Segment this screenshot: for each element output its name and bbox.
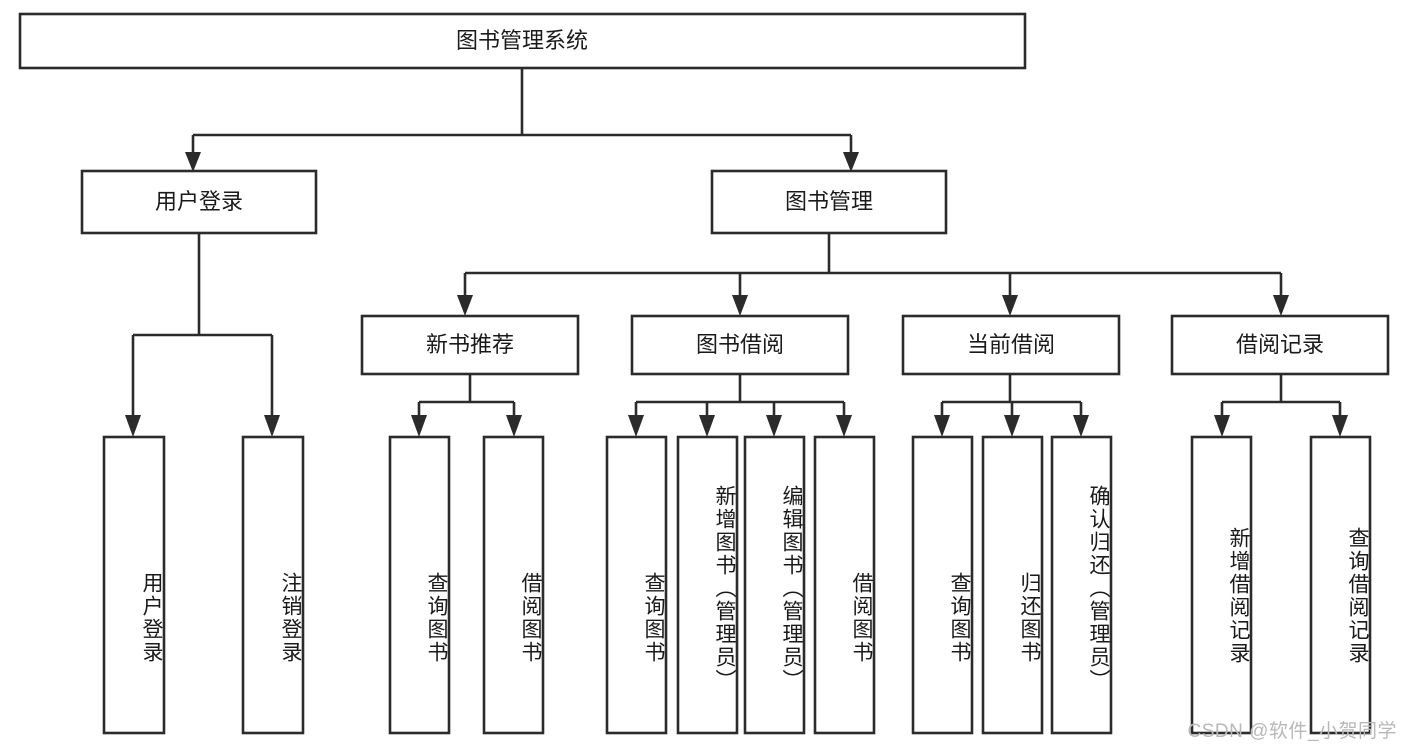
node-borrow-record-box <box>1170 314 1390 376</box>
node-book-borrow[interactable]: 图书借阅 <box>630 314 850 376</box>
node-leaf-user-logout-label: 注销登录 <box>279 572 302 664</box>
connector-currentborrow-to-leaves <box>934 375 1089 437</box>
node-book-manage-label: 图书管理 <box>785 189 873 214</box>
node-root[interactable]: 图书管理系统 <box>18 12 1027 70</box>
node-leaf-return-book-label: 归还图书 <box>1018 572 1041 664</box>
node-leaf-query-book-2-box[interactable] <box>605 435 668 735</box>
node-leaf-user-login-label: 用户登录 <box>140 572 163 664</box>
node-leaf-add-book-label: 新增图书（管理员） <box>713 484 736 692</box>
node-leaf-add-record-label: 新增借阅记录 <box>1227 526 1250 665</box>
node-book-borrow-box <box>630 314 850 376</box>
node-leaf-return-book-box[interactable] <box>981 435 1044 735</box>
node-current-borrow-label: 当前借阅 <box>967 332 1055 357</box>
node-leaf-borrow-book-2-label: 借阅图书 <box>850 572 873 664</box>
node-borrow-record-label: 借阅记录 <box>1236 332 1324 357</box>
node-leaf-query-book-1-box[interactable] <box>388 435 451 735</box>
node-user-login-box <box>80 169 318 235</box>
node-leaf-confirm-return-box[interactable] <box>1050 435 1113 735</box>
node-leaf-query-book-2-label: 查询图书 <box>642 572 665 664</box>
node-leaf-confirm-return-label: 确认归还（管理员） <box>1087 484 1110 692</box>
node-leaf-user-logout-box[interactable] <box>241 435 305 735</box>
node-leaf-add-book-box[interactable] <box>676 435 739 735</box>
node-current-borrow-box <box>901 314 1121 376</box>
node-leaf-query-book-3-label: 查询图书 <box>948 572 971 664</box>
node-leaf-query-record-box[interactable] <box>1309 435 1372 735</box>
node-leaf-query-record-label: 查询借阅记录 <box>1346 526 1369 665</box>
node-book-borrow-label: 图书借阅 <box>696 332 784 357</box>
node-leaf-edit-book-box[interactable] <box>743 435 806 735</box>
node-new-book-recommend-label: 新书推荐 <box>426 332 514 357</box>
node-current-borrow[interactable]: 当前借阅 <box>901 314 1121 376</box>
connector-borrowrecord-to-leaves <box>1214 375 1348 437</box>
node-leaf-edit-book-label: 编辑图书（管理员） <box>780 484 803 692</box>
connector-bookborrow-to-leaves <box>628 375 852 437</box>
connector-root-to-level2 <box>185 68 859 172</box>
node-leaf-borrow-book-1-label: 借阅图书 <box>519 572 542 664</box>
node-leaf-add-record-box[interactable] <box>1190 435 1253 735</box>
node-leaf-borrow-book-1-box[interactable] <box>482 435 545 735</box>
node-user-login[interactable]: 用户登录 <box>80 169 318 235</box>
node-leaf-query-book-3-box[interactable] <box>911 435 974 735</box>
connector-userlogin-to-leaves <box>125 233 280 437</box>
node-new-book-recommend-box <box>360 314 580 376</box>
node-new-book-recommend[interactable]: 新书推荐 <box>360 314 580 376</box>
node-leaf-user-login-box[interactable] <box>102 435 166 735</box>
node-root-box <box>18 12 1027 70</box>
node-leaf-borrow-book-2-box[interactable] <box>813 435 876 735</box>
node-book-manage[interactable]: 图书管理 <box>710 169 948 235</box>
leaf-boxes <box>102 435 1372 735</box>
node-user-login-label: 用户登录 <box>155 189 243 214</box>
node-book-manage-box <box>710 169 948 235</box>
node-root-label: 图书管理系统 <box>456 28 588 53</box>
csdn-watermark: CSDN @软件_小贺同学 <box>1187 721 1397 742</box>
connector-bookmanage-to-level3 <box>457 233 1289 316</box>
node-borrow-record[interactable]: 借阅记录 <box>1170 314 1390 376</box>
node-leaf-query-book-1-label: 查询图书 <box>425 572 448 664</box>
connector-newbook-to-leaves <box>411 375 522 437</box>
